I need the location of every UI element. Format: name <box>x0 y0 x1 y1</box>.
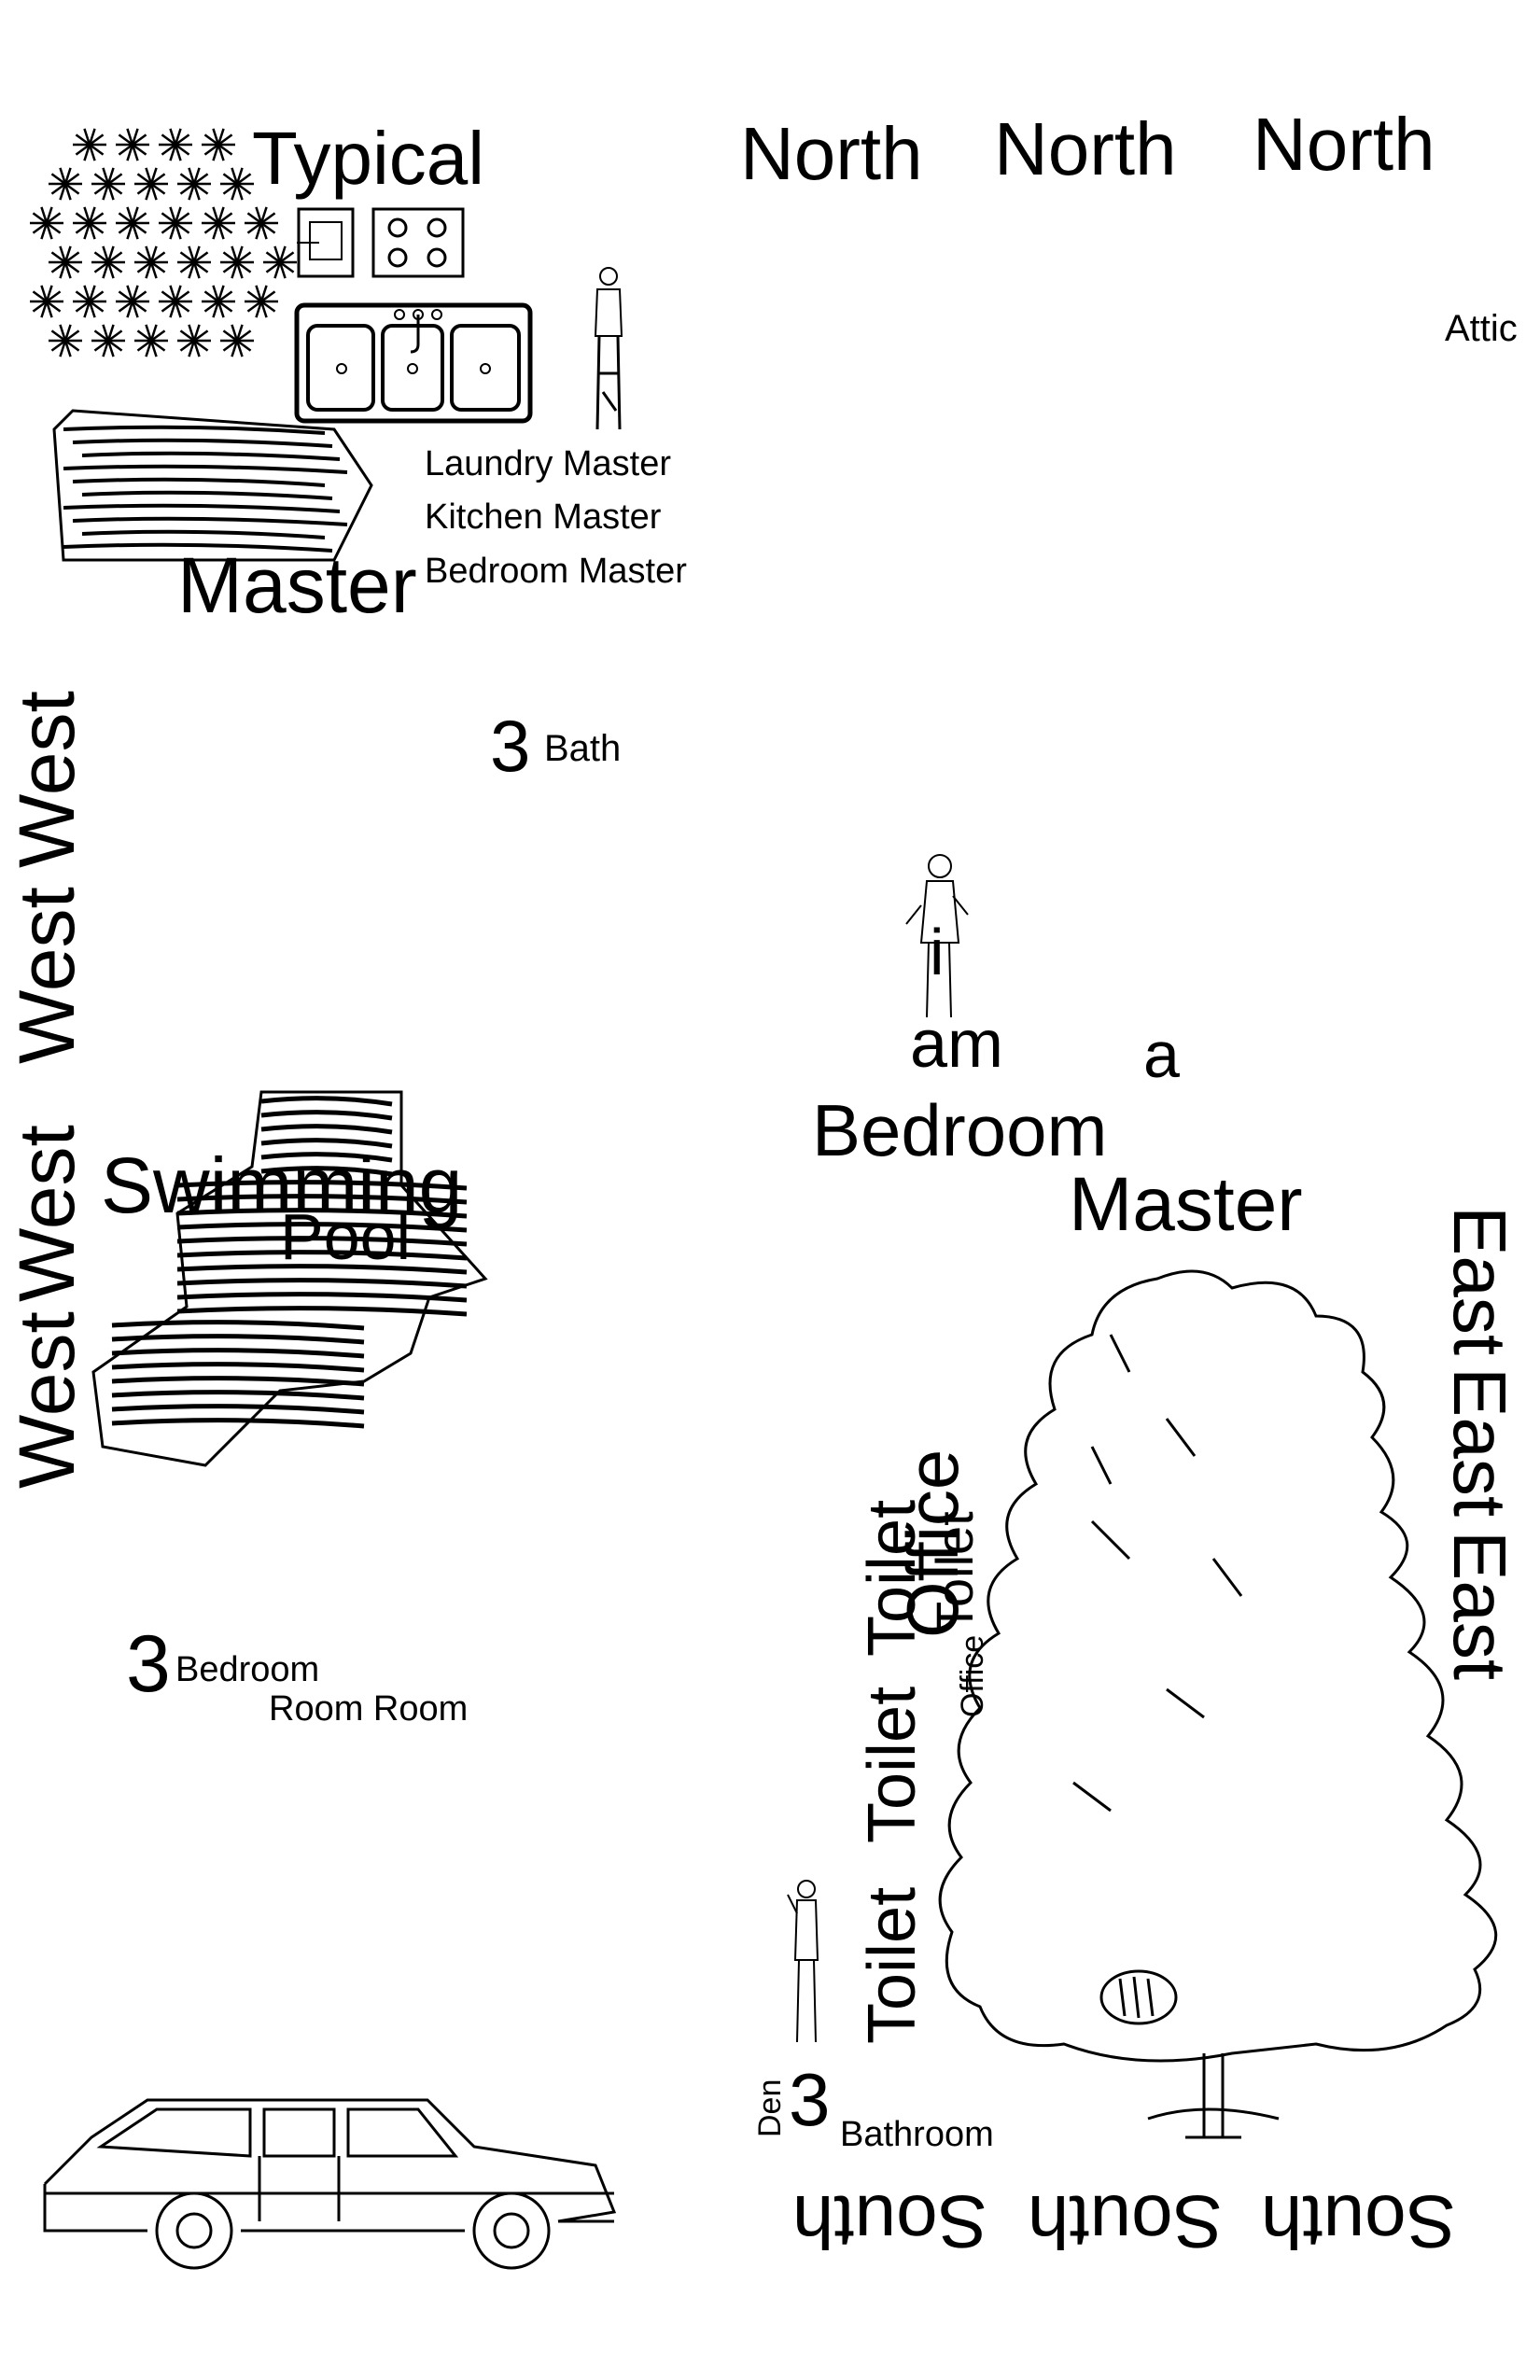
west-label-4: West <box>3 691 91 868</box>
bath-label: Bath <box>544 728 622 769</box>
office-large-label: Office <box>891 1449 973 1638</box>
room-labels-line-2: Kitchen Master <box>425 497 662 537</box>
south-label-3: South <box>1260 2180 1456 2263</box>
sentence-a: a <box>1143 1018 1180 1091</box>
woman-standing-icon <box>787 1880 819 2043</box>
station-wagon-icon <box>43 2098 617 2270</box>
south-label-1: South <box>791 2180 987 2263</box>
wood-plank-icon <box>52 409 373 562</box>
sentence-am: am <box>910 1007 1004 1082</box>
master-large-label: Master <box>177 541 417 629</box>
swimming-label: Swimming <box>101 1141 463 1229</box>
bedroom-line-1: Bedroom <box>175 1650 320 1689</box>
toilet-label-2: Toilet <box>855 1686 930 1843</box>
pool-label: Pool <box>280 1200 412 1273</box>
north-label-1: North <box>740 112 923 195</box>
cooktop-icon <box>297 207 465 278</box>
west-label-2: West <box>3 1125 91 1302</box>
room-labels-line-1: Laundry Master <box>425 444 672 483</box>
office-small-label: Office <box>955 1634 990 1717</box>
bath-number: 3 <box>490 705 531 787</box>
room-labels-line-3: Bedroom Master <box>425 552 687 591</box>
woman-figure-icon <box>905 854 969 1018</box>
bathroom-label: Bathroom <box>840 2115 994 2154</box>
sentence-master: Master <box>1069 1162 1303 1247</box>
wood-grain-shape <box>91 1090 488 1467</box>
bedroom-line-2: Room Room <box>269 1689 469 1729</box>
sentence-bedroom: Bedroom <box>812 1089 1108 1171</box>
tree-icon <box>938 1269 1498 2139</box>
bathroom-number: 3 <box>789 2058 831 2141</box>
east-label-1: East <box>1438 1206 1521 1356</box>
north-label-2: North <box>994 107 1177 190</box>
sentence-i: i <box>930 916 945 988</box>
west-label-3: West <box>3 887 91 1064</box>
bedroom-number: 3 <box>126 1619 171 1709</box>
toilet-label-1: Toilet <box>855 1886 930 2044</box>
shrub-icon <box>30 128 297 357</box>
east-label-3: East <box>1438 1531 1521 1681</box>
attic-label: Attic <box>1445 308 1518 349</box>
south-label-2: South <box>1027 2180 1223 2263</box>
west-label-1: West <box>3 1311 91 1489</box>
typical-label: Typical <box>252 117 484 200</box>
north-label-3: North <box>1253 103 1435 186</box>
kitchen-sink-icon <box>294 302 533 424</box>
person-figure-icon <box>594 267 623 430</box>
east-label-2: East <box>1438 1367 1521 1518</box>
den-label: Den <box>752 2079 788 2137</box>
